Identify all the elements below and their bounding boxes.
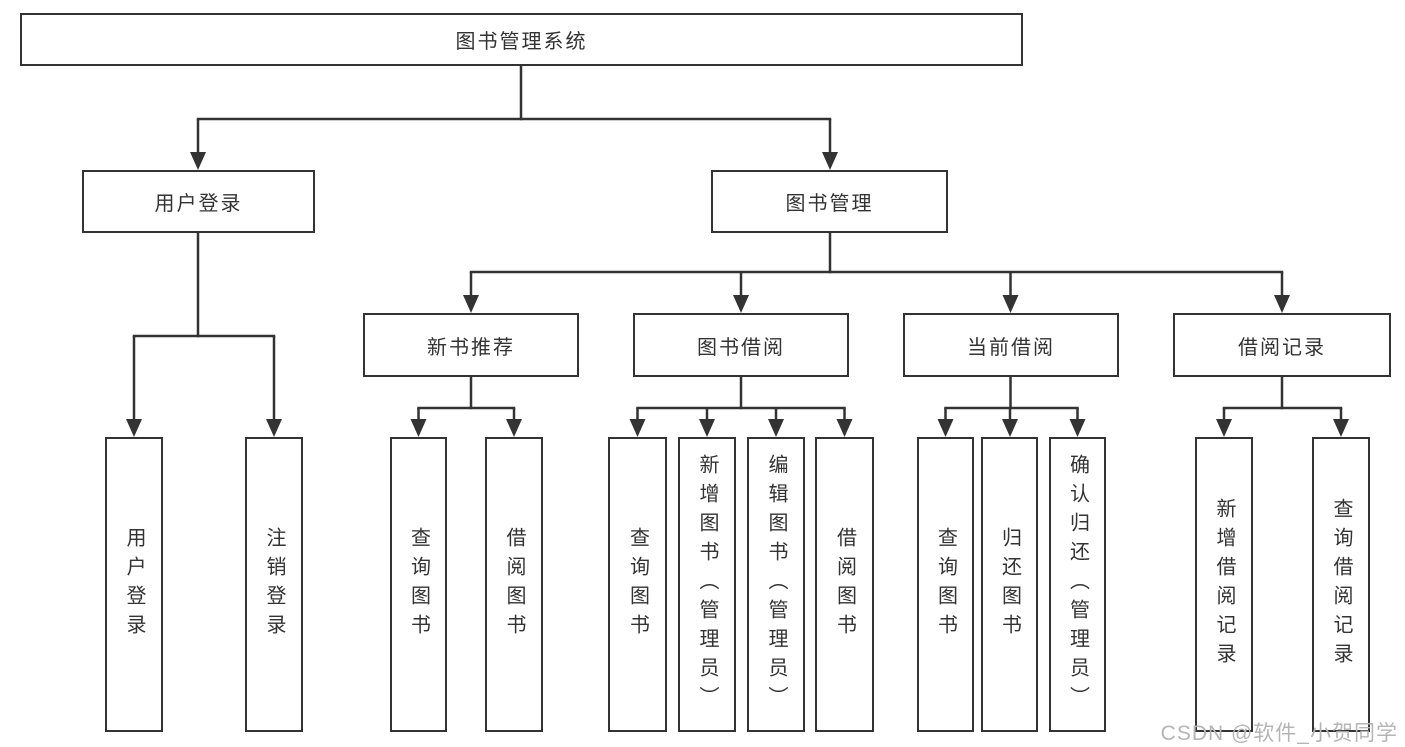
leaf-bb-query-books: 查询图书 [608, 437, 667, 732]
connector-bus-group [132, 64, 1343, 410]
node-current-borrow: 当前借阅 [903, 313, 1119, 377]
node-user-login: 用户登录 [82, 170, 315, 233]
node-book-borrow: 图书借阅 [633, 313, 849, 377]
leaf-br-add-record: 新增借阅记录 [1195, 437, 1253, 732]
leaf-cb-query-books: 查询图书 [917, 437, 974, 732]
node-book-management: 图书管理 [711, 170, 948, 233]
leaf-logout: 注销登录 [245, 437, 303, 732]
leaf-cb-confirm-return-admin: 确认归还（管理员） [1049, 437, 1106, 732]
leaf-nbr-query-books: 查询图书 [390, 437, 447, 732]
node-root: 图书管理系统 [20, 13, 1023, 66]
leaf-bb-borrow-books: 借阅图书 [815, 437, 874, 732]
leaf-bb-add-books-admin: 新增图书（管理员） [678, 437, 736, 732]
leaf-user-login: 用户登录 [105, 437, 163, 732]
leaf-bb-edit-books-admin: 编辑图书（管理员） [747, 437, 805, 732]
leaf-cb-return-books: 归还图书 [981, 437, 1038, 732]
node-new-book-recommend: 新书推荐 [363, 313, 579, 377]
node-borrow-records: 借阅记录 [1173, 313, 1391, 377]
connector-arrow-group [126, 119, 1350, 437]
watermark: CSDN @软件_小贺同学 [1160, 722, 1398, 745]
leaf-nbr-borrow-books: 借阅图书 [485, 437, 543, 732]
leaf-br-query-record: 查询借阅记录 [1312, 437, 1370, 732]
